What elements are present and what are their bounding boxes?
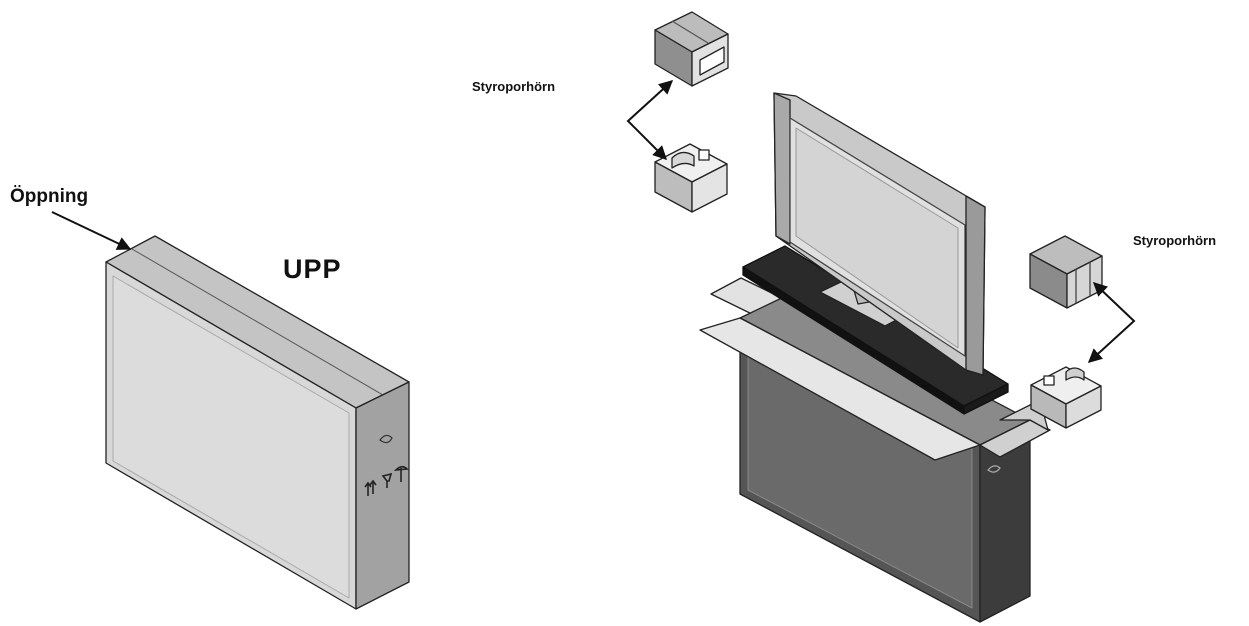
styrofoam-corner-block (1029, 235, 1103, 309)
fragile-glass-icon (381, 472, 393, 488)
open-carton-box (699, 277, 1051, 623)
opening-arrow (51, 211, 132, 250)
styrofoam-corner-block (654, 11, 729, 87)
this-way-up-icon (364, 479, 377, 496)
keep-dry-icon (393, 465, 409, 482)
tv-stand-board (742, 245, 1009, 415)
styrofoam-corner-block (1030, 366, 1102, 429)
foam-arrow-top (626, 80, 674, 160)
foam-arrow-right (1087, 282, 1136, 363)
flat-panel-tv (773, 92, 986, 376)
opening-label: Öppning (10, 186, 89, 207)
styrofoam-label-right: Styroporhörn (1133, 233, 1217, 248)
styrofoam-label-top: Styroporhörn (472, 79, 556, 94)
up-label: UPP (283, 254, 342, 284)
handle-hole-icon (379, 434, 393, 444)
closed-carton-box (105, 235, 410, 610)
styrofoam-corner-block (654, 143, 728, 213)
handle-hole-icon (987, 465, 1001, 473)
